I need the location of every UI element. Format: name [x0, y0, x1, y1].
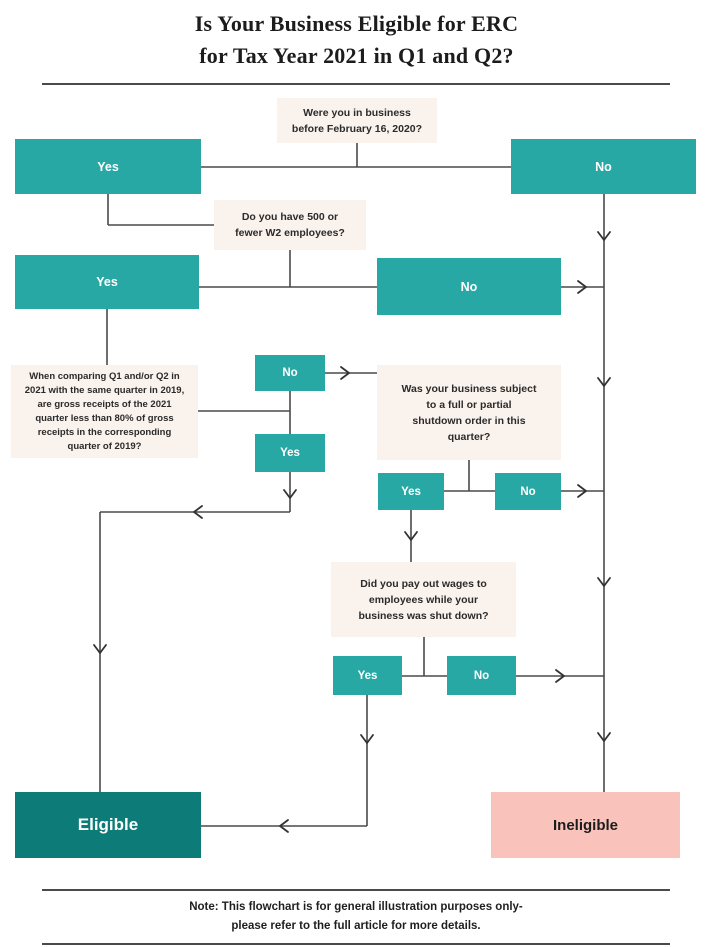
answer-q3-yes[interactable]: Yes	[255, 434, 325, 472]
arrow-rail-3	[597, 577, 611, 587]
answer-q4-no-label: No	[520, 485, 536, 498]
result-eligible[interactable]: Eligible	[15, 792, 201, 858]
q3-line-5: receipts in the corresponding	[37, 426, 172, 438]
result-ineligible[interactable]: Ineligible	[491, 792, 680, 858]
question-box-gross-receipts: When comparing Q1 and/or Q2 in 2021 with…	[11, 365, 198, 458]
q5-line-2: employees while your	[368, 593, 479, 606]
answer-q2-yes-label: Yes	[96, 275, 118, 289]
arrow-q4yes-down	[404, 531, 418, 541]
arrow-rail-4	[597, 732, 611, 742]
result-eligible-label: Eligible	[77, 815, 139, 834]
q3-line-1: When comparing Q1 and/or Q2 in	[29, 370, 180, 382]
q4-line-4: quarter?	[447, 430, 491, 443]
arrow-rail-1	[597, 231, 611, 241]
answer-q4-yes-label: Yes	[401, 485, 421, 498]
q2-line-2: fewer W2 employees?	[235, 227, 345, 239]
page-title-line-1: Is Your Business Eligible for ERC	[194, 11, 519, 36]
divider-footer-bottom	[42, 943, 670, 945]
answer-q3-yes-label: Yes	[280, 447, 300, 459]
arrow-q5yes-left	[279, 819, 289, 833]
q5-line-1: Did you pay out wages to	[360, 577, 487, 590]
q4-line-3: shutdown order in this	[412, 414, 526, 427]
page-title: Is Your Business Eligible for ERC for Ta…	[0, 8, 713, 72]
answer-q5-no-label: No	[473, 669, 490, 682]
q3-line-2: 2021 with the same quarter in 2019,	[24, 384, 185, 396]
answer-q2-yes[interactable]: Yes	[15, 255, 199, 309]
divider-footer-top	[42, 889, 670, 891]
q5-line-3: business was shut down?	[358, 609, 489, 622]
answer-q4-yes[interactable]: Yes	[378, 473, 444, 510]
q4-line-1: Was your business subject	[401, 382, 537, 395]
q2-line-1: Do you have 500 or	[241, 211, 339, 223]
question-box-in-business: Were you in business before February 16,…	[277, 98, 437, 143]
q3-line-3: are gross receipts of the 2021	[37, 398, 172, 410]
arrow-eligible-rail	[93, 644, 107, 654]
q3-line-4: quarter less than 80% of gross	[35, 412, 174, 424]
page-title-line-2: for Tax Year 2021 in Q1 and Q2?	[199, 43, 514, 68]
answer-q3-no-label: No	[282, 367, 298, 379]
question-box-w2-employees: Do you have 500 or fewer W2 employees?	[214, 200, 366, 250]
q3-line-6: quarter of 2019?	[67, 440, 142, 452]
footer-note-line-2: please refer to the full article for mor…	[231, 920, 481, 932]
arrow-q5no	[555, 669, 565, 683]
answer-q1-yes-label: Yes	[97, 159, 119, 174]
arrow-rail-2	[597, 377, 611, 387]
arrow-q3yes-down	[283, 489, 297, 499]
answer-q5-no[interactable]: No	[447, 656, 516, 695]
answer-q1-yes[interactable]: Yes	[15, 139, 201, 194]
answer-q3-no[interactable]: No	[255, 355, 325, 391]
question-box-shutdown-order: Was your business subject to a full or p…	[377, 365, 561, 460]
arrow-q4no	[577, 484, 587, 498]
arrow-q5yes-down	[360, 734, 374, 744]
q1-line-2: before February 16, 2020?	[291, 122, 423, 135]
arrow-q3no	[340, 366, 350, 380]
answer-q5-yes[interactable]: Yes	[333, 656, 402, 695]
footer-note-line-1: Note: This flowchart is for general illu…	[189, 901, 523, 913]
question-box-paid-wages: Did you pay out wages to employees while…	[331, 562, 516, 637]
answer-q2-no[interactable]: No	[377, 258, 561, 315]
answer-q1-no-label: No	[595, 159, 612, 174]
q4-line-2: to a full or partial	[426, 398, 512, 411]
footer-note: Note: This flowchart is for general illu…	[42, 898, 670, 936]
arrow-q3yes-left	[193, 505, 203, 519]
result-ineligible-label: Ineligible	[552, 816, 618, 834]
answer-q1-no[interactable]: No	[511, 139, 696, 194]
answer-q2-no-label: No	[460, 279, 478, 294]
arrow-q2no	[577, 280, 587, 294]
answer-q4-no[interactable]: No	[495, 473, 561, 510]
q1-line-1: Were you in business	[303, 106, 411, 119]
answer-q5-yes-label: Yes	[357, 669, 378, 682]
divider-top	[42, 83, 670, 85]
